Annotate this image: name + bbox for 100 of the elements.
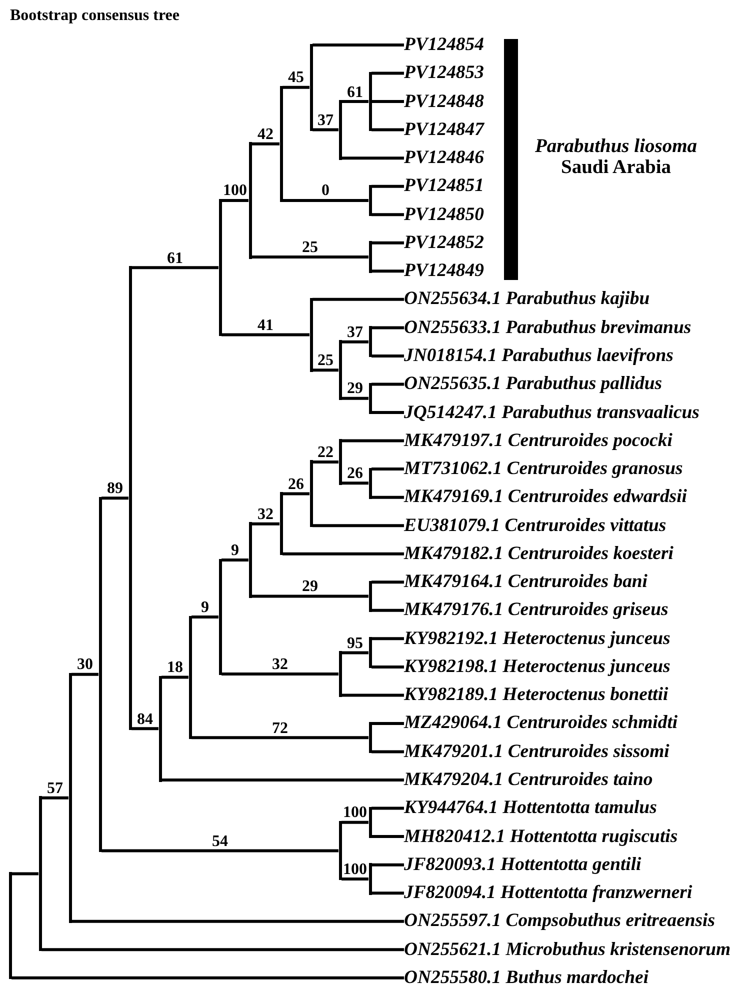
- bootstrap-value: 32: [272, 658, 288, 672]
- taxon-label: MH820412.1 Hottentotta rugiscutis: [404, 826, 678, 848]
- bootstrap-value: 9: [231, 544, 239, 558]
- tree-branch: [252, 142, 280, 146]
- tree-branch: [342, 482, 368, 485]
- clade-bracket: [504, 39, 518, 280]
- tree-branch: [372, 468, 404, 471]
- tree-branch: [372, 326, 404, 330]
- taxon-label: EU381079.1 Centruroides vittatus: [404, 514, 666, 537]
- tree-branch: [372, 892, 404, 895]
- tree-branch: [42, 948, 404, 952]
- tree-branch: [372, 863, 404, 866]
- tree-branch: [372, 354, 404, 358]
- tree-branch: [282, 198, 368, 202]
- taxon-label: KY982189.1 Heteroctenus bonettii: [404, 684, 668, 706]
- branch-node: [128, 266, 132, 730]
- bootstrap-value: 95: [347, 636, 363, 651]
- tree-branch: [252, 256, 368, 258]
- bootstrap-value: 89: [107, 482, 123, 496]
- taxon-label: PV124849: [404, 260, 484, 282]
- branch-node: [368, 806, 372, 838]
- tree-branch: [72, 672, 98, 676]
- tree-branch: [342, 156, 404, 160]
- taxon-label: JF820093.1 Hottentotta gentili: [404, 854, 642, 876]
- tree-branch: [342, 100, 368, 104]
- taxon-label: ON255621.1 Microbuthus kristensenorum: [404, 938, 731, 961]
- branch-node: [188, 616, 192, 740]
- bootstrap-value: 30: [77, 658, 93, 672]
- tree-branch: [372, 835, 404, 838]
- tree-branch: [372, 608, 404, 612]
- branch-node: [368, 637, 372, 668]
- tree-branch: [282, 86, 310, 89]
- bootstrap-value: 72: [272, 722, 288, 736]
- tree-branch: [372, 637, 404, 640]
- tree-branch: [372, 382, 404, 386]
- taxon-label: PV124850: [404, 204, 484, 226]
- bootstrap-value: 26: [347, 467, 363, 482]
- tree-branch: [372, 128, 404, 132]
- bootstrap-value: 25: [318, 354, 334, 368]
- taxon-label: ON255635.1 Parabuthus pallidus: [404, 373, 662, 396]
- taxon-label: MT731062.1 Centruroides granosus: [404, 458, 683, 480]
- tree-branch: [312, 298, 404, 301]
- bootstrap-value: 45: [288, 71, 304, 86]
- taxon-label: MK479176.1 Centruroides griseus: [404, 599, 668, 622]
- branch-node: [310, 298, 312, 372]
- tree-branch: [372, 806, 404, 810]
- branch-node: [98, 496, 102, 852]
- bootstrap-value: 26: [288, 478, 304, 492]
- tree-branch: [72, 920, 404, 923]
- tree-branch: [192, 736, 368, 740]
- branch-node: [338, 100, 342, 160]
- bootstrap-value: 41: [258, 318, 274, 333]
- tree-branch: [42, 796, 68, 800]
- taxon-label: MK479197.1 Centruroides pococki: [404, 430, 672, 452]
- branch-node: [368, 382, 372, 414]
- taxon-label: MK479169.1 Centruroides edwardsii: [404, 486, 687, 508]
- branch-node: [310, 44, 312, 132]
- branch-node: [310, 460, 312, 528]
- taxon-label: MZ429064.1 Centruroides schmidti: [404, 712, 678, 734]
- bootstrap-value: 0: [322, 184, 330, 198]
- tree-branch: [372, 580, 404, 584]
- taxon-label: KY982192.1 Heteroctenus junceus: [404, 628, 670, 650]
- bootstrap-value: 100: [223, 184, 247, 198]
- tree-branch: [372, 100, 404, 104]
- branch-node: [368, 722, 372, 754]
- tree-branch: [372, 213, 404, 216]
- tree-branch: [192, 616, 218, 618]
- branch-node: [218, 558, 222, 676]
- taxon-label: KY982198.1 Heteroctenus junceus: [404, 656, 670, 678]
- taxon-label: PV124846: [404, 147, 484, 170]
- bootstrap-value: 42: [258, 128, 274, 142]
- branch-node: [368, 468, 372, 499]
- tree-branch: [372, 750, 404, 754]
- bootstrap-value: 54: [212, 834, 228, 849]
- bootstrap-value: 57: [47, 782, 63, 796]
- tree-branch: [342, 439, 404, 442]
- taxon-label: PV124854: [404, 34, 484, 56]
- bootstrap-value: 100: [343, 862, 367, 877]
- branch-node: [338, 439, 342, 485]
- bootstrap-value: 29: [302, 580, 318, 594]
- tree-branch: [252, 594, 368, 598]
- taxon-label: JQ514247.1 Parabuthus transvaalicus: [404, 402, 700, 424]
- tree-branch: [372, 72, 404, 75]
- tree-branch: [342, 820, 368, 824]
- branch-node: [248, 522, 252, 598]
- branch-node: [338, 820, 342, 880]
- tree-branch: [222, 558, 248, 562]
- taxon-label: PV124853: [404, 62, 484, 84]
- tree-branch: [372, 184, 404, 188]
- tree-branch: [252, 522, 280, 526]
- bootstrap-value: 29: [347, 382, 363, 396]
- bootstrap-value: 32: [258, 508, 274, 522]
- branch-node: [368, 326, 372, 358]
- taxon-label: ON255580.1 Buthus mardochei: [404, 966, 649, 989]
- tree-branch: [132, 727, 158, 730]
- tree-title: Bootstrap consensus tree: [10, 7, 180, 25]
- taxon-label: JN018154.1 Parabuthus laevifrons: [404, 344, 674, 367]
- tree-branch: [342, 877, 368, 880]
- tree-branch: [372, 241, 404, 244]
- taxon-label: ON255634.1 Parabuthus kajibu: [404, 288, 650, 310]
